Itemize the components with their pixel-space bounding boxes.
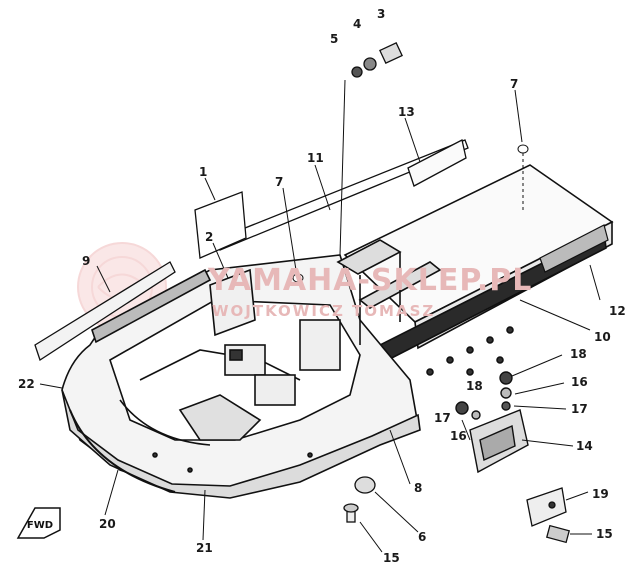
part-12-rail — [539, 224, 609, 273]
hardware-stack-3-4-5 — [339, 41, 403, 256]
callout-17b: 17 — [434, 411, 451, 425]
callout-2: 2 — [205, 230, 214, 244]
callout-12: 12 — [609, 304, 626, 318]
part-1-panel — [194, 191, 247, 259]
callout-15a: 15 — [383, 551, 400, 565]
part-19-bracket — [526, 487, 571, 544]
callout-5: 5 — [330, 32, 339, 46]
callout-9: 9 — [82, 254, 91, 268]
callout-11: 11 — [307, 151, 324, 165]
watermark-subtitle: WOJTKOWICZ TOMASZ — [212, 302, 436, 320]
part-9-strip — [34, 261, 176, 362]
part-13-plate — [407, 139, 467, 187]
watermark-brand: YAMAHA-SKLEP.PL — [208, 263, 533, 298]
callout-18b: 18 — [466, 379, 483, 393]
callout-22: 22 — [18, 377, 35, 391]
cap-7-hardware — [292, 144, 529, 283]
fwd-label: FWD — [27, 520, 53, 531]
callout-16b: 16 — [450, 429, 467, 443]
part-14-bracket — [455, 371, 529, 474]
callout-8: 8 — [414, 481, 423, 495]
callout-3: 3 — [377, 7, 386, 21]
callout-20: 20 — [99, 517, 116, 531]
callout-15b: 15 — [596, 527, 613, 541]
fwd-marker: FWD — [16, 507, 61, 539]
callout-6: 6 — [418, 530, 427, 544]
callout-18a: 18 — [570, 347, 587, 361]
callout-16a: 16 — [571, 375, 588, 389]
callout-13: 13 — [398, 105, 415, 119]
callout-17a: 17 — [571, 402, 588, 416]
callout-10: 10 — [594, 330, 611, 344]
leader-lines — [39, 89, 601, 553]
part-6-grommet — [343, 476, 376, 523]
callout-4: 4 — [353, 17, 362, 31]
callout-7a: 7 — [510, 77, 519, 91]
callout-1: 1 — [199, 165, 208, 179]
callout-21: 21 — [196, 541, 213, 555]
callout-7b: 7 — [275, 175, 284, 189]
callout-14: 14 — [576, 439, 593, 453]
frame-body — [61, 164, 614, 499]
callout-19: 19 — [592, 487, 609, 501]
